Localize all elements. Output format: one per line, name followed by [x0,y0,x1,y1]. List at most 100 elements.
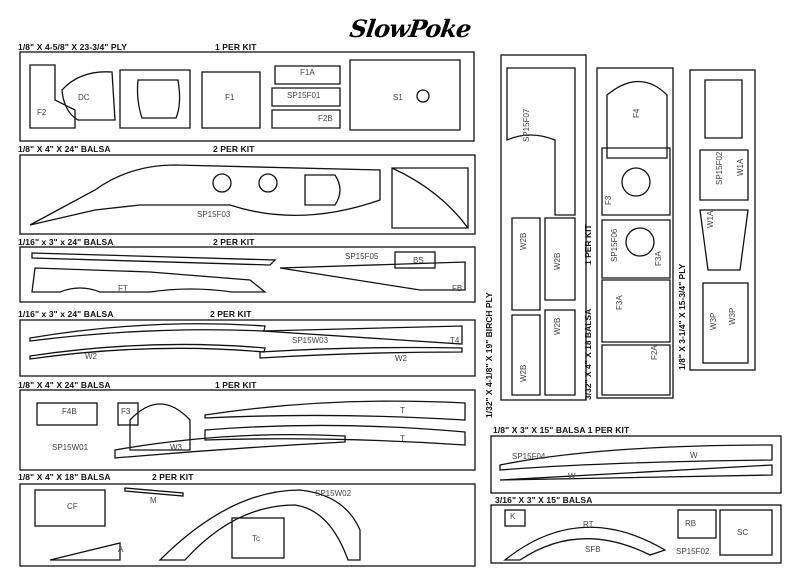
sheet4-header: 1/16" x 3" x 24" BALSA [18,309,114,319]
part-W3P [702,282,749,364]
label-FB: FB [452,284,463,293]
part-W [499,464,773,481]
sheet4-qty: 2 PER KIT [210,309,252,319]
part-DC [61,71,116,121]
part-triangle [391,167,469,229]
sheet5-outline [19,389,476,471]
part-F4 [606,81,668,159]
label-W3P-2: W3P [728,307,737,325]
label-W2-b: W2 [395,354,407,363]
part-arch5 [129,403,191,451]
part-SC [719,509,773,556]
part-SP15F06 [601,219,671,279]
part-F1A-left [119,69,191,129]
label-F4B: F4B [62,407,77,416]
part-SP15F01 [271,87,341,107]
label-F3-v: F3 [604,195,613,205]
label-T-b: T [400,434,405,443]
part-K [504,509,526,527]
label-W2B-4: W2B [553,317,562,335]
part-top-strip [31,252,277,266]
label-F2: F2 [37,108,47,117]
label-BS: BS [413,256,424,265]
sheet9-header: 1/8" X 3-1/4" X 15-3/4" PLY [677,263,687,370]
part-W2-top [29,323,266,342]
part-SP15F02-v [699,149,749,201]
label-SFB: SFB [585,545,601,554]
sheet8-outline [596,67,674,399]
sheet8-qty: 1 PER KIT [583,224,593,265]
sheet11-outline [490,504,782,564]
sheet7-outline [500,54,587,401]
part-BS [394,251,436,269]
part-F3 [117,402,139,426]
part-M [124,487,184,497]
label-T-a: T [400,406,405,415]
sheet1-qty: 1 PER KIT [215,42,257,52]
label-W3: W3 [170,443,182,452]
sheet4-outline [19,319,476,377]
label-SP15F02-v: SP15F02 [715,151,724,185]
part-SP15F06-hole [625,227,655,257]
sheet1-outline [19,51,475,142]
label-DC: DC [78,93,90,102]
part-S1-hole [416,89,430,103]
part-F1A [274,65,341,85]
part-SP15F03 [29,164,381,226]
label-W-b: W [568,472,576,481]
part-W3 [114,433,346,459]
part-window [136,79,181,119]
part-F3-hole [621,167,651,197]
label-F1A: F1A [300,68,315,77]
label-F1: F1 [225,93,235,102]
part-W2B-3 [511,314,541,396]
part-F2 [29,64,76,129]
part-W2B-4 [544,309,576,396]
label-SP15F06: SP15F06 [610,228,619,262]
part-RB [677,509,717,539]
part-F3A [601,279,671,343]
label-K: K [510,512,516,521]
part-S1 [349,59,461,131]
sheet11-header: 3/16" X 3" X 15" BALSA [495,495,593,505]
label-F2A: F2A [650,345,659,360]
part-SP15F07 [506,67,576,216]
part-CF [34,489,106,527]
sheet5-header: 1/8" X 4" X 24" BALSA [18,380,111,390]
label-SP15W03: SP15W03 [292,336,329,345]
label-SP15F01: SP15F01 [287,91,321,100]
part-SP15W02 [158,489,361,561]
label-T4: T4 [450,336,460,345]
sheet2-outline [19,154,476,235]
label-RT: RT [583,520,594,529]
sheet2-header: 1/8" X 4" X 24" BALSA [18,144,111,154]
label-W2B-2: W2B [553,252,562,270]
label-SP15F04: SP15F04 [512,452,546,461]
label-SC: SC [737,528,749,537]
label-F3A-1: F3A [615,295,624,310]
sheet3-header: 1/16" x 3" x 24" BALSA [18,237,114,247]
part-Tc [231,517,285,559]
part-W1A [699,209,749,271]
sheet10-outline [490,435,782,494]
sheet5-qty: 1 PER KIT [215,380,257,390]
label-SP15F07: SP15F07 [522,108,531,142]
part-F3-v [601,147,671,216]
part-W2-right [259,346,463,359]
part-T4 [261,325,463,345]
part-F2B [271,109,341,129]
sheet3-outline [19,246,476,303]
label-W2B-1: W2B [519,232,528,250]
sheet6-outline [19,483,476,567]
label-Tc: Tc [252,534,260,543]
label-RB: RB [685,519,697,528]
label-F3: F3 [121,407,131,416]
label-SP15W01: SP15W01 [52,443,89,452]
sheet1-header: 1/8" X 4-5/8" X 23-3/4" PLY [18,42,127,52]
label-SP15W02: SP15W02 [315,489,352,498]
part-F1 [201,71,261,129]
label-SP15F03: SP15F03 [197,210,231,219]
label-W2B-3: W2B [519,364,528,382]
sheet3-qty: 2 PER KIT [213,237,255,247]
